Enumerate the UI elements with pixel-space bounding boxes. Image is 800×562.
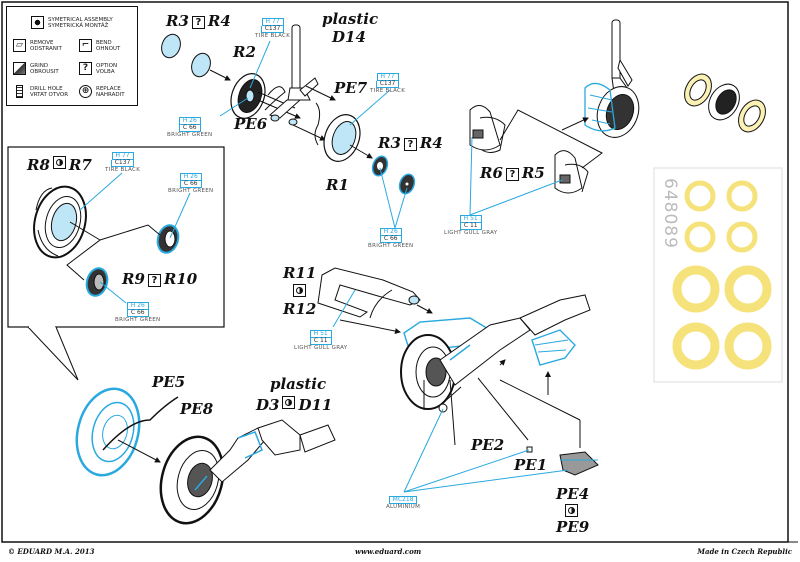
- symmetrical-assembly-icon: [293, 284, 306, 297]
- mask-ring-small: [684, 221, 716, 253]
- origin-text: Made in Czech Republic: [697, 547, 792, 556]
- mask-sheet: [653, 167, 783, 383]
- nose-gear-assembly-top-right: [584, 19, 640, 138]
- mask-ring-small: [726, 180, 758, 212]
- part-label-pe8: PE8: [180, 400, 214, 418]
- part-label-r3-r4-top: R3?R4: [166, 12, 231, 30]
- r1-wheel: [323, 114, 373, 162]
- symmetrical-assembly-icon: [52, 156, 66, 169]
- r2-wheel: [230, 73, 301, 119]
- mask-sheet-code: 648089: [660, 178, 680, 249]
- option-icon: ?: [79, 62, 92, 75]
- part-label-r11: R11: [283, 264, 317, 282]
- copyright-text: © EDUARD M.A. 2013: [8, 547, 95, 556]
- symmetrical-assembly-icon: [282, 396, 296, 409]
- drill-hole-icon: [16, 85, 23, 98]
- paint-leaders: [79, 40, 569, 493]
- footer: © EDUARD M.A. 2013 www.eduard.com Made i…: [0, 544, 800, 558]
- r6-r5-wheel-covers: [469, 105, 603, 194]
- part-label-r9-r10: R9?R10: [122, 270, 198, 288]
- r11-r12-fender: [317, 267, 433, 334]
- symmetrical-assembly-icon: [31, 16, 44, 29]
- replace-icon: ⊕: [79, 85, 92, 98]
- part-label-r6-r5: R6?R5: [480, 164, 545, 182]
- pe4-pe9-symmetry: [562, 504, 581, 521]
- mask-ring-large: [724, 265, 772, 313]
- mask-ring-small: [684, 180, 716, 212]
- plastic-label-2: plastic: [270, 375, 327, 393]
- r3-r4-hubs-mid: [371, 155, 416, 195]
- option-icon: ?: [191, 16, 205, 29]
- mask-ring-large: [672, 322, 720, 370]
- r3-r4-hubcaps-top: [161, 33, 231, 81]
- main-gear-assembly: [400, 294, 591, 448]
- part-label-r1: R1: [326, 176, 349, 194]
- part-label-pe1: PE1: [514, 456, 548, 474]
- part-label-pe2: PE2: [471, 436, 505, 454]
- mask-ring-small: [726, 221, 758, 253]
- part-label-r3-r4-mid: R3?R4: [378, 134, 443, 152]
- part-label-r2: R2: [233, 43, 256, 61]
- mask-ring-large: [672, 265, 720, 313]
- bend-icon: ⌐: [79, 39, 92, 52]
- website-link[interactable]: www.eduard.com: [355, 547, 422, 556]
- part-label-pe9: PE9: [556, 518, 590, 536]
- part-label-pe5: PE5: [152, 373, 186, 391]
- part-label-d14: D14: [332, 28, 366, 46]
- option-icon: ?: [147, 274, 161, 287]
- part-label-pe7: PE7: [334, 79, 368, 97]
- part-label-pe4: PE4: [556, 485, 590, 503]
- pe-parts: [438, 386, 599, 476]
- part-label-r12: R12: [283, 300, 317, 318]
- main-wheel-left-assembly: [75, 387, 336, 525]
- grind-icon: [13, 62, 26, 75]
- option-icon: ?: [403, 138, 417, 151]
- r11-r12-symmetry: [290, 284, 309, 301]
- d14-strut: [264, 24, 336, 146]
- mask-ring-large: [724, 322, 772, 370]
- symmetrical-assembly-icon: [565, 504, 578, 517]
- plastic-label: plastic: [322, 10, 379, 28]
- option-icon: ?: [505, 168, 519, 181]
- part-label-pe6: PE6: [234, 115, 268, 133]
- small-wheel-mask-example: [684, 73, 766, 133]
- remove-icon: ▱: [13, 39, 26, 52]
